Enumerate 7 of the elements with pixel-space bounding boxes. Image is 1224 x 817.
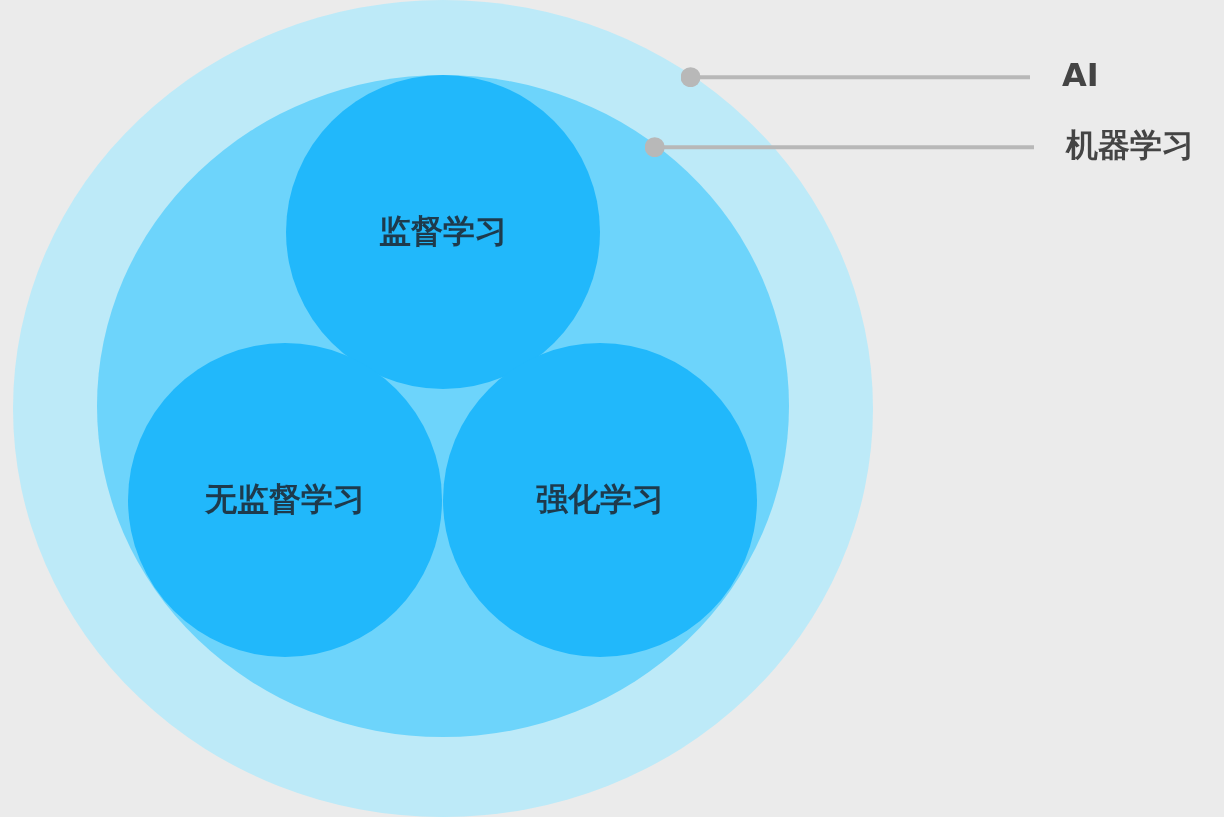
callout-label: AI: [1062, 56, 1099, 95]
category-label: 强化学习: [536, 479, 664, 520]
callout-label: 机器学习: [1066, 126, 1194, 165]
category-label: 无监督学习: [205, 479, 365, 520]
category-label: 监督学习: [379, 211, 507, 252]
leader-line: [644, 137, 1034, 158]
leader-line: [680, 67, 1030, 88]
